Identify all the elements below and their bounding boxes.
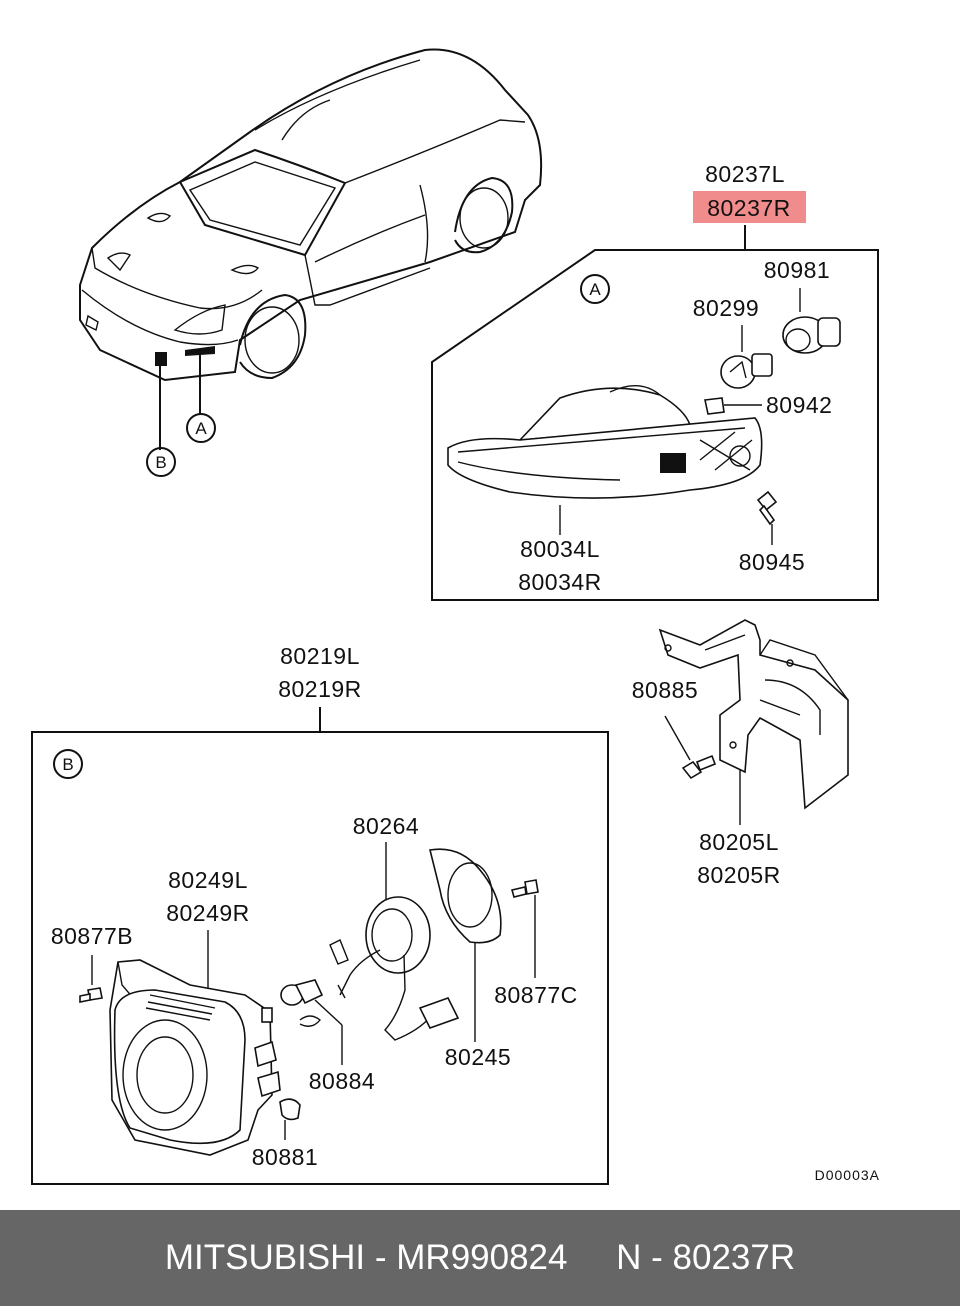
part-80877c-label: 80877C [494, 982, 578, 1008]
footer-part-number: MR990824 [396, 1238, 568, 1277]
clip [704, 397, 725, 415]
footer-n-label: N [616, 1238, 642, 1277]
footer-bar: MITSUBISHI - MR990824 N - 80237R [0, 1210, 960, 1306]
gasket [429, 848, 502, 944]
car-illustration [79, 48, 543, 450]
bolt [681, 754, 717, 780]
part-80034l-label: 80034L [520, 536, 600, 562]
footer-separator-2: - [641, 1238, 673, 1277]
section-b-label: B [62, 755, 73, 774]
turn-signal-frame [431, 249, 879, 601]
fog-lamp-assembly: 80219L 80219R B 80249L 80249R 80877B [31, 643, 609, 1185]
part-80249r-label: 80249R [166, 900, 250, 926]
part-80237l-label: 80237L [705, 161, 785, 187]
part-highlight [693, 191, 806, 223]
part-80237r-label: 80237R [707, 195, 791, 221]
turn-signal-lens [447, 385, 763, 499]
part-80219r-label: 80219R [278, 676, 362, 702]
bulb-socket [782, 316, 841, 354]
bracket-assembly: 80885 80205L 80205R [632, 619, 849, 888]
bracket [658, 619, 849, 810]
part-80884-label: 80884 [309, 1068, 375, 1094]
footer-brand: MITSUBISHI [164, 1238, 366, 1277]
screw [756, 490, 778, 526]
fog-lamp-housing [109, 959, 281, 1156]
part-80205l-label: 80205L [699, 829, 779, 855]
part-80942-label: 80942 [766, 392, 832, 418]
part-80881-label: 80881 [252, 1144, 318, 1170]
footer-gap [568, 1238, 617, 1278]
footer-separator: - [365, 1238, 397, 1277]
turn-signal-assembly: 80237L 80237R A 80981 80299 80942 [431, 161, 879, 601]
bulb [720, 353, 773, 389]
section-a-label: A [589, 280, 601, 299]
part-80885-label: 80885 [632, 677, 698, 703]
part-80981-label: 80981 [764, 257, 830, 283]
part-80245-label: 80245 [445, 1044, 511, 1070]
rubber-cap [279, 1098, 301, 1121]
callout-a-car: A [186, 413, 216, 443]
footer-ref: 80237R [672, 1238, 796, 1277]
part-80299-label: 80299 [693, 295, 759, 321]
drawing-code: D00003A [815, 1167, 880, 1183]
screw-right [510, 879, 539, 898]
callout-b-label: B [155, 453, 166, 472]
callout-a-label: A [195, 419, 207, 438]
part-80945-label: 80945 [739, 549, 805, 575]
callout-b-car: B [146, 447, 176, 477]
parts-diagram: A B 80237L 80237R A 80981 80299 [31, 48, 880, 1185]
part-80205r-label: 80205R [697, 862, 781, 888]
part-80034r-label: 80034R [518, 569, 602, 595]
screw-left [79, 987, 103, 1003]
socket-harness [329, 896, 460, 1041]
part-80877b-label: 80877B [51, 923, 133, 949]
part-80219l-label: 80219L [280, 643, 360, 669]
fog-lamp-frame [31, 731, 609, 1185]
part-80249l-label: 80249L [168, 867, 248, 893]
fog-bulb [280, 979, 324, 1027]
part-80264-label: 80264 [353, 813, 419, 839]
